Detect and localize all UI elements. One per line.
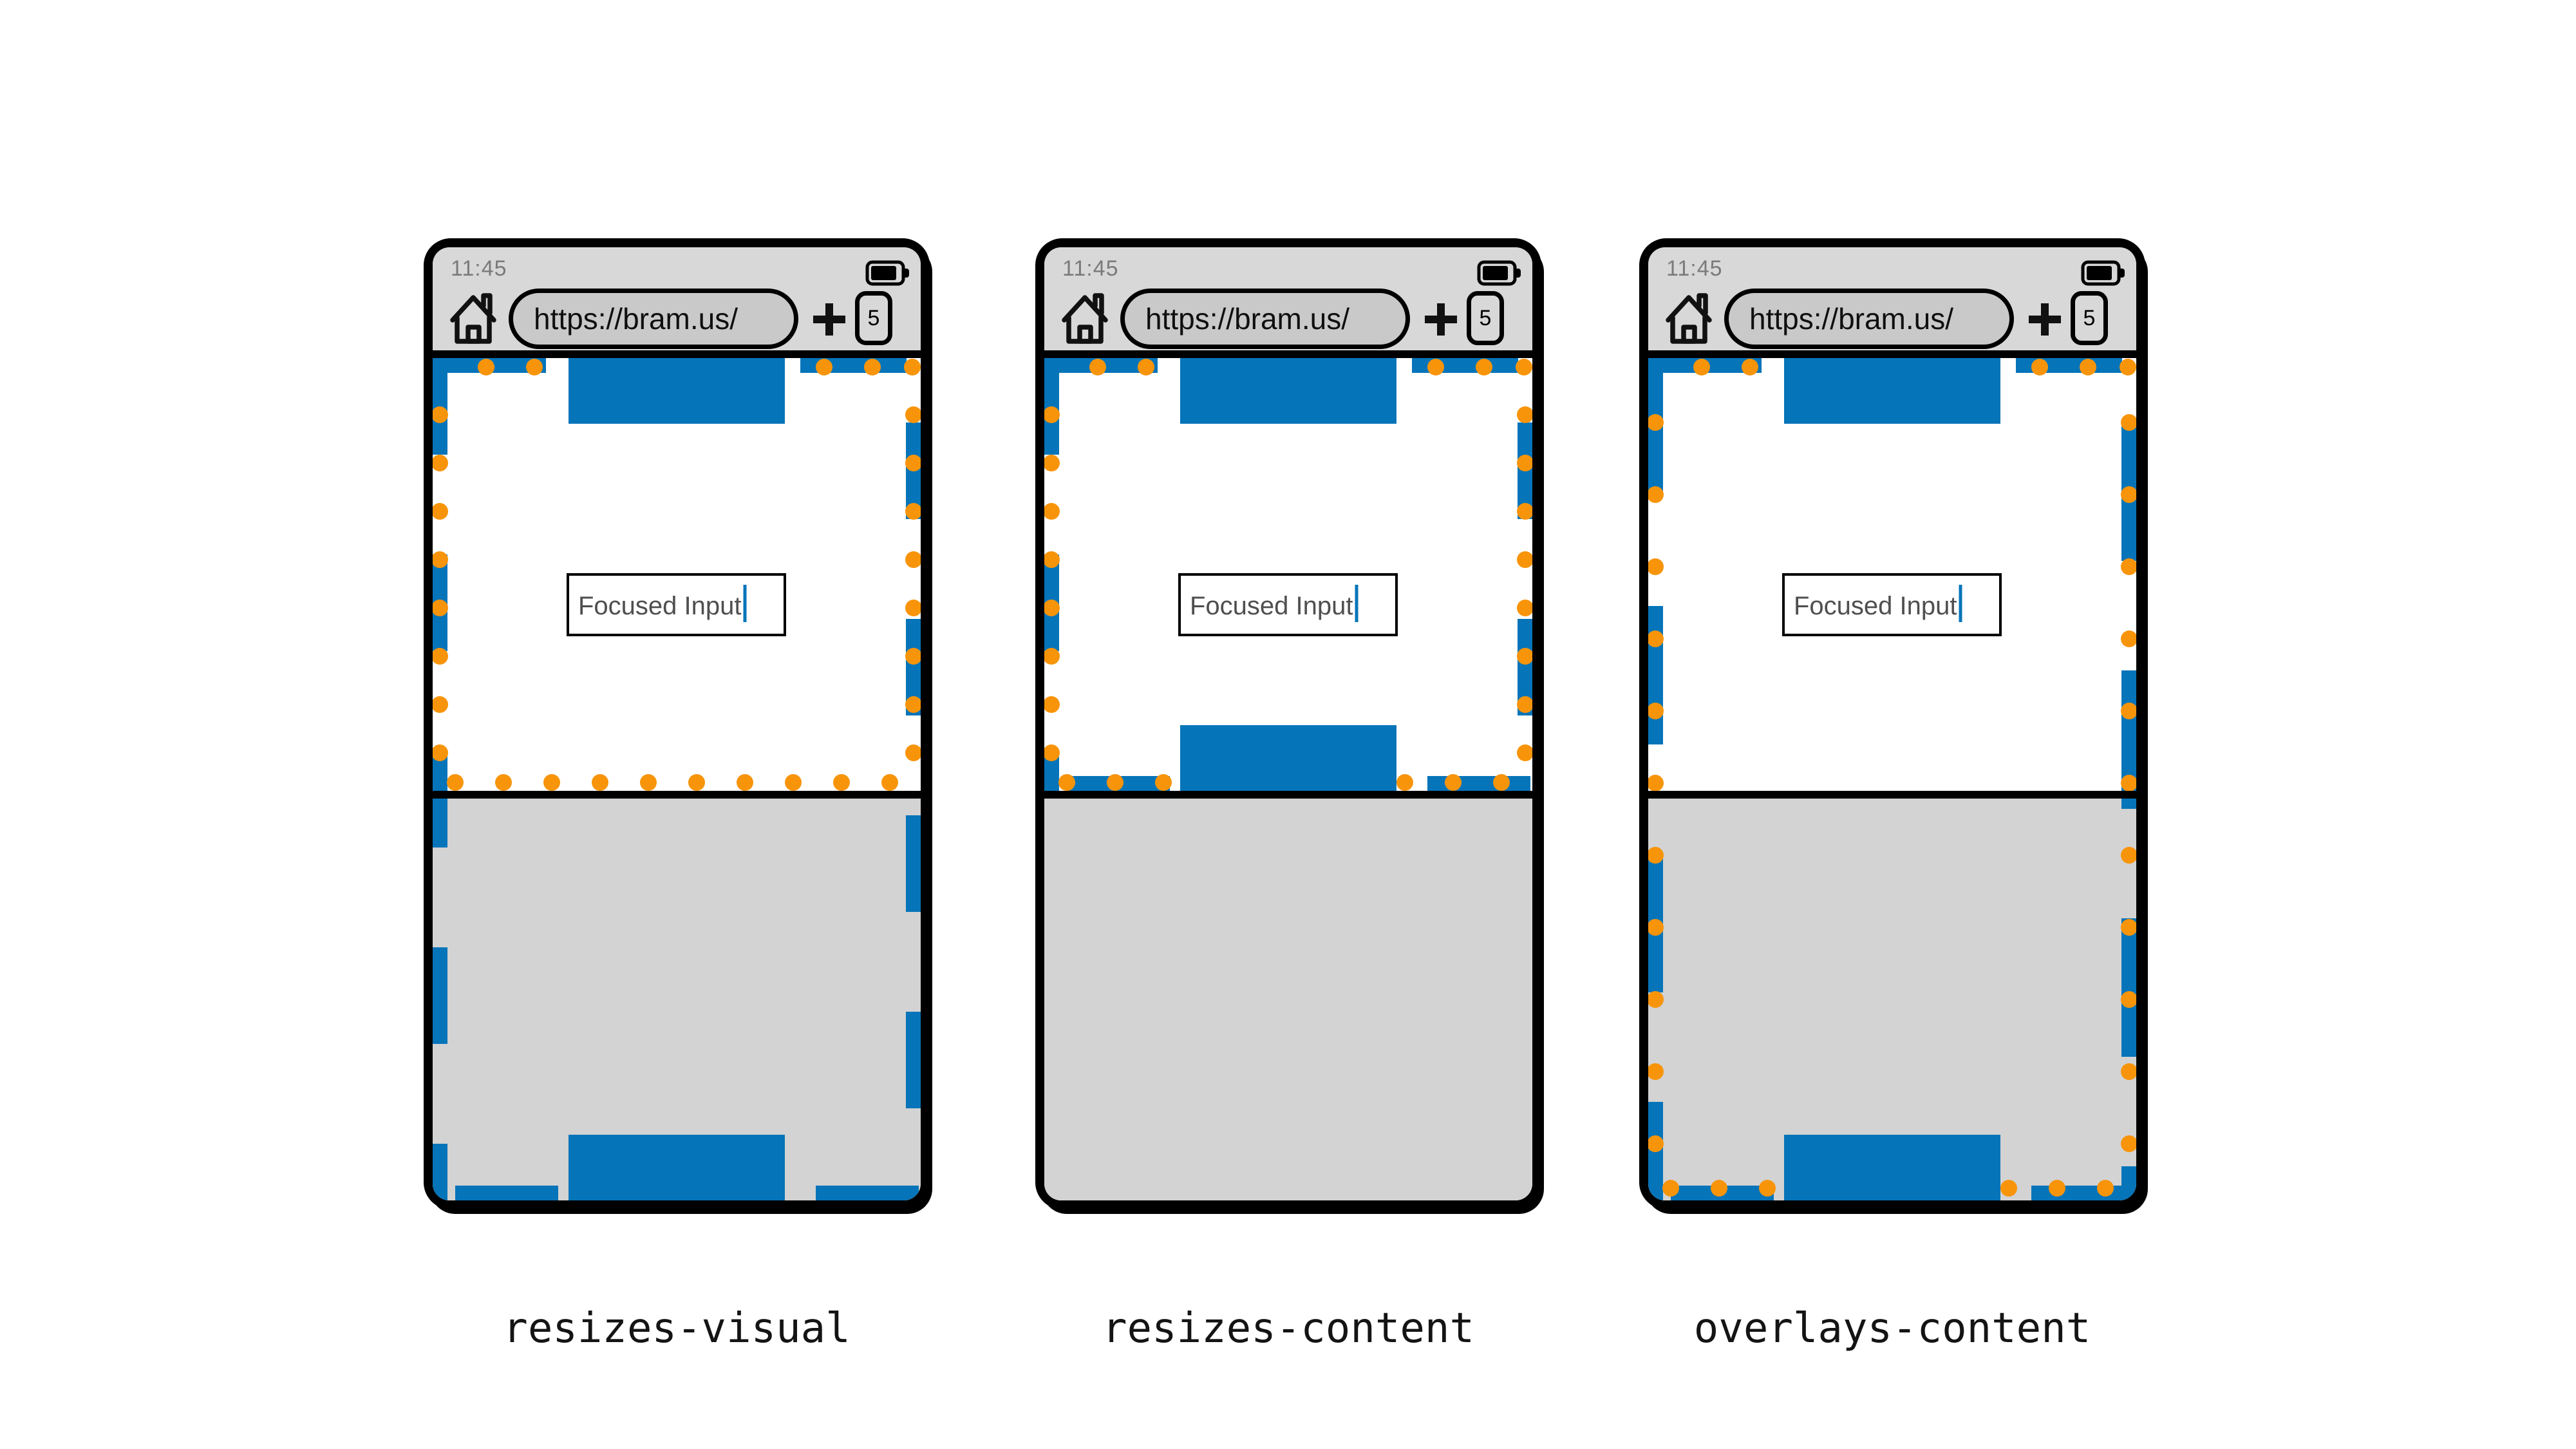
page-decoration-block: [569, 358, 785, 1200]
tab-counter[interactable]: 5: [2071, 291, 2108, 345]
text-caret: [743, 585, 747, 622]
battery-icon: [1477, 260, 1521, 286]
url-text: https://bram.us/: [1145, 302, 1350, 336]
plus-icon[interactable]: [811, 301, 847, 337]
page-content: Focused Input: [1648, 358, 2136, 1200]
phone-mockup-resizes-visual: 11:45 https://bram.us/: [424, 238, 930, 1352]
url-text: https://bram.us/: [1749, 302, 1954, 336]
input-text: Focused Input: [578, 592, 742, 620]
page-content: Focused Input: [1044, 358, 1532, 1200]
phone-mode-label: resizes-visual: [503, 1305, 851, 1352]
phone-screen: 11:45 https://bram.us/: [433, 247, 921, 1200]
input-text: Focused Input: [1190, 592, 1353, 620]
tab-count: 5: [2083, 305, 2096, 330]
browser-header: 11:45 https://bram.us/: [1044, 247, 1532, 350]
tab-count: 5: [867, 305, 880, 330]
phone-mockup-overlays-content: 11:45 https://bram.us/: [1639, 238, 2145, 1352]
virtual-keyboard-area: [1044, 799, 1532, 1200]
header-divider: [433, 350, 921, 358]
phone-screen: 11:45 https://bram.us/: [1648, 247, 2136, 1200]
url-bar[interactable]: https://bram.us/: [509, 289, 798, 349]
keyboard-divider: [1648, 791, 2136, 799]
battery-icon: [865, 260, 909, 286]
phone-screen: 11:45 https://bram.us/: [1044, 247, 1532, 1200]
header-divider: [1648, 350, 2136, 358]
status-time: 11:45: [1666, 256, 1723, 281]
browser-header: 11:45 https://bram.us/: [1648, 247, 2136, 350]
home-icon[interactable]: [1060, 289, 1110, 346]
header-divider: [1044, 350, 1532, 358]
text-caret: [1355, 585, 1359, 622]
focused-input[interactable]: Focused Input: [1178, 573, 1398, 636]
browser-header: 11:45 https://bram.us/: [433, 247, 921, 350]
url-bar[interactable]: https://bram.us/: [1120, 289, 1410, 349]
page-content: Focused Input: [433, 358, 921, 1200]
text-caret: [1959, 585, 1962, 622]
url-bar[interactable]: https://bram.us/: [1724, 289, 2014, 349]
keyboard-divider: [1044, 791, 1532, 799]
page-decoration-block: [1180, 358, 1396, 791]
focused-input[interactable]: Focused Input: [567, 573, 786, 636]
battery-icon: [2081, 260, 2125, 286]
phone-mode-label: resizes-content: [1102, 1305, 1474, 1352]
input-text: Focused Input: [1794, 592, 1957, 620]
status-time: 11:45: [451, 256, 507, 281]
plus-icon[interactable]: [2027, 301, 2063, 337]
keyboard-divider: [433, 791, 921, 799]
tab-counter[interactable]: 5: [1467, 291, 1504, 345]
url-text: https://bram.us/: [534, 302, 738, 336]
virtual-keyboard-area: [1648, 799, 2136, 1200]
home-icon[interactable]: [1664, 289, 1714, 346]
status-time: 11:45: [1062, 256, 1119, 281]
phone-mockup-resizes-content: 11:45 https://bram.us/: [1035, 238, 1541, 1352]
virtual-keyboard-area: [433, 799, 921, 1200]
tab-counter[interactable]: 5: [855, 291, 892, 345]
phone-mode-label: overlays-content: [1693, 1305, 2091, 1352]
page-decoration-block: [1784, 358, 2000, 1200]
focused-input[interactable]: Focused Input: [1782, 573, 2002, 636]
home-icon[interactable]: [448, 289, 498, 346]
plus-icon[interactable]: [1423, 301, 1459, 337]
tab-count: 5: [1479, 305, 1492, 330]
